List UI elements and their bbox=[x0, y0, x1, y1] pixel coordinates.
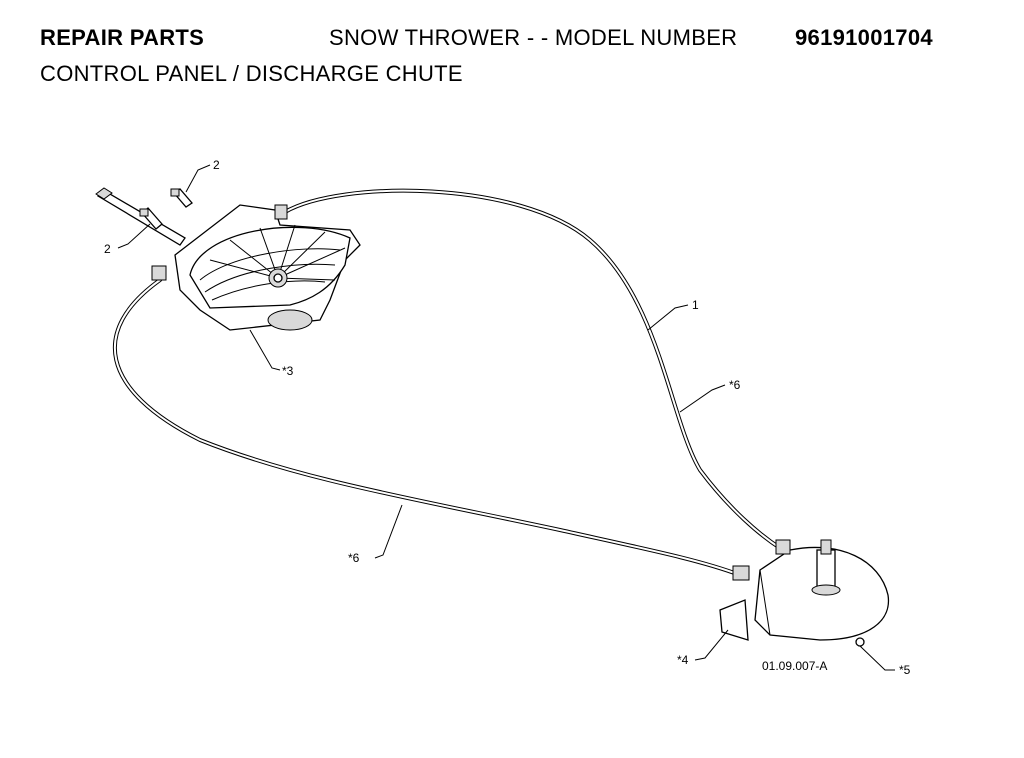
control-panel-assembly bbox=[151, 204, 361, 331]
section-title: REPAIR PARTS bbox=[40, 25, 205, 50]
callout-chute-base: *5 bbox=[899, 663, 911, 677]
page-subtitle: CONTROL PANEL / DISCHARGE CHUTE bbox=[40, 61, 463, 86]
callout-bracket: *4 bbox=[677, 653, 689, 667]
model-number: 96191001704 bbox=[795, 25, 933, 50]
callout-cable-right: *6 bbox=[729, 378, 741, 392]
cable-assembly bbox=[112, 188, 782, 577]
callout-bolt-top: 2 bbox=[213, 158, 220, 172]
callout-cable-1: 1 bbox=[692, 298, 699, 312]
product-title: SNOW THROWER - - MODEL NUMBER bbox=[329, 25, 738, 50]
bolt-icon bbox=[170, 188, 193, 208]
chute-base-assembly bbox=[719, 539, 890, 647]
bolt-icon bbox=[139, 207, 163, 230]
shaft bbox=[95, 187, 186, 246]
drawing-id: 01.09.007-A bbox=[762, 659, 827, 673]
callout-control-assembly: *3 bbox=[282, 364, 294, 378]
callout-bolt-left: 2 bbox=[104, 242, 111, 256]
callout-cable-left: *6 bbox=[348, 551, 360, 565]
